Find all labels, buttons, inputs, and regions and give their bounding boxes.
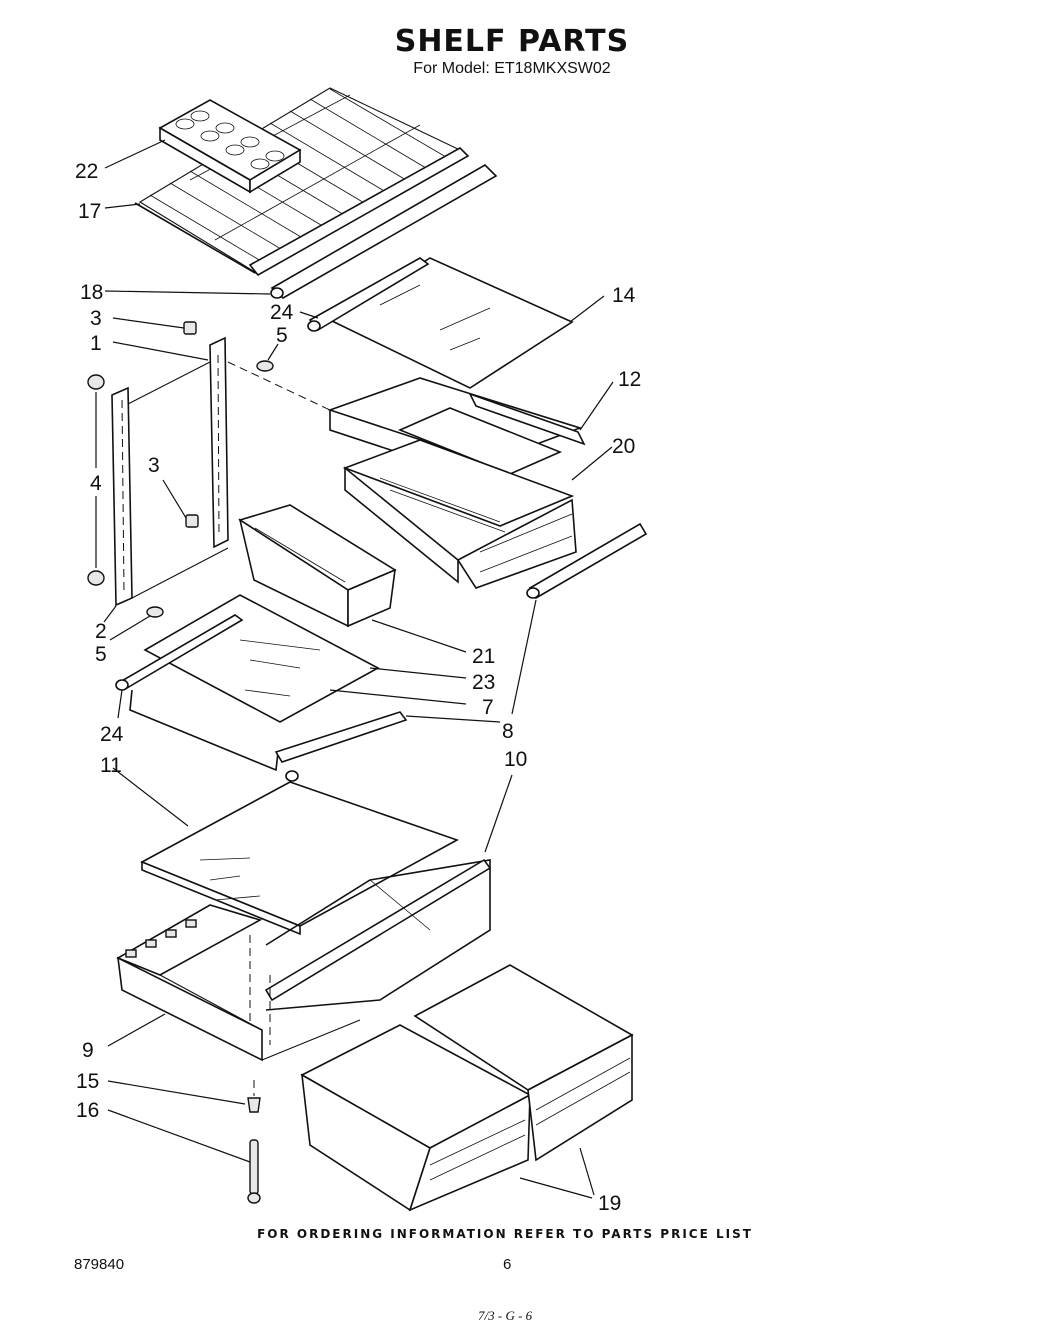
callout-12: 12 (618, 368, 641, 391)
callout-24-mid: 24 (100, 723, 124, 746)
shelf-ladders-parts-1-4 (87, 321, 331, 618)
storage-bin-part-21 (238, 504, 397, 628)
meat-drawer-part-20 (342, 407, 577, 589)
callout-24-top: 24 (270, 301, 294, 324)
callout-15: 15 (76, 1070, 99, 1093)
glass-shelf-part-23 (115, 594, 408, 782)
page-number: 6 (503, 1256, 512, 1273)
callout-5-top: 5 (276, 324, 288, 347)
handwritten-stamp: 7/3 - G - 6 (478, 1308, 533, 1323)
roller-parts-15-16 (247, 1080, 261, 1204)
callout-22: 22 (75, 160, 98, 183)
callout-2: 2 (95, 620, 107, 643)
callout-20: 20 (612, 435, 635, 458)
ordering-note: FOR ORDERING INFORMATION REFER TO PARTS … (257, 1227, 753, 1241)
shelf-trim-part-8 (526, 522, 648, 600)
callout-16: 16 (76, 1099, 99, 1122)
callout-leaders (95, 139, 614, 1199)
callout-9: 9 (82, 1039, 94, 1062)
crisper-cover-part-10 (249, 858, 492, 1045)
callout-8: 8 (502, 720, 514, 743)
callout-19: 19 (598, 1192, 621, 1215)
callout-4: 4 (90, 472, 102, 495)
callout-3-mid: 3 (148, 454, 160, 477)
callout-18: 18 (80, 281, 103, 304)
wire-shelf-part-17 (134, 87, 498, 299)
glass-shelf-part-11 (140, 781, 459, 936)
document-number: 879840 (74, 1256, 125, 1273)
callout-1: 1 (90, 332, 102, 355)
model-subtitle: For Model: ET18MKXSW02 (413, 60, 611, 77)
crisper-drawers-part-19 (300, 964, 634, 1212)
callout-7: 7 (482, 696, 494, 719)
callout-labels: 22 17 18 14 24 3 5 1 12 20 4 3 2 5 21 23… (75, 160, 641, 1215)
callout-5-mid: 5 (95, 643, 107, 666)
wire-shelf-rods (149, 88, 447, 265)
callout-11: 11 (100, 754, 122, 777)
callout-21: 21 (472, 645, 495, 668)
callout-23: 23 (472, 671, 495, 694)
callout-14: 14 (612, 284, 636, 307)
page-title: SHELF PARTS (394, 24, 630, 59)
crisper-base-part-9 (116, 904, 361, 1062)
callout-10: 10 (504, 748, 527, 771)
callout-17: 17 (78, 200, 101, 223)
glass-shelf-part-14 (307, 257, 574, 389)
ice-tray-part-22 (158, 99, 302, 194)
callout-3-top: 3 (90, 307, 102, 330)
